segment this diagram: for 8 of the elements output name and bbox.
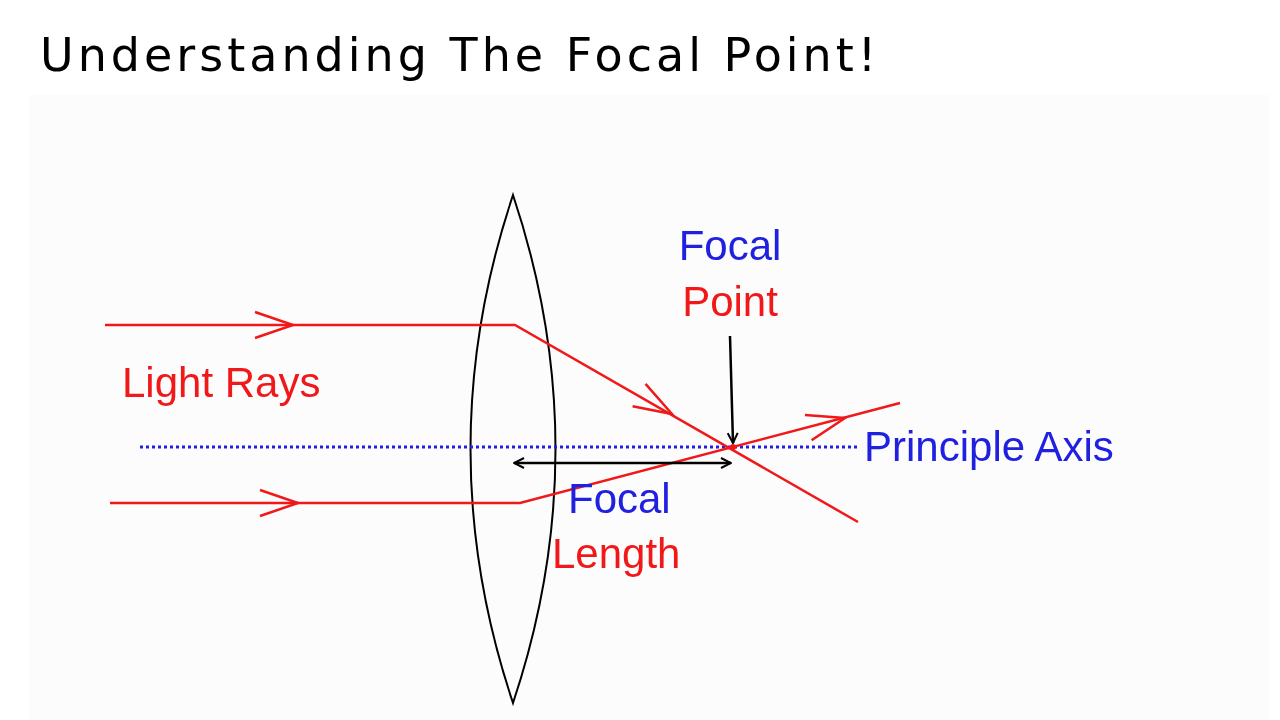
label: Focal	[568, 478, 671, 520]
node-text: Point	[681, 277, 779, 327]
focal-point-dot	[730, 444, 736, 450]
label: Length	[552, 533, 681, 575]
leader-arrow	[726, 335, 739, 444]
label: Principle Axis	[864, 426, 1114, 468]
node-text: Focal	[678, 221, 782, 271]
label: Light Rays	[122, 362, 321, 404]
